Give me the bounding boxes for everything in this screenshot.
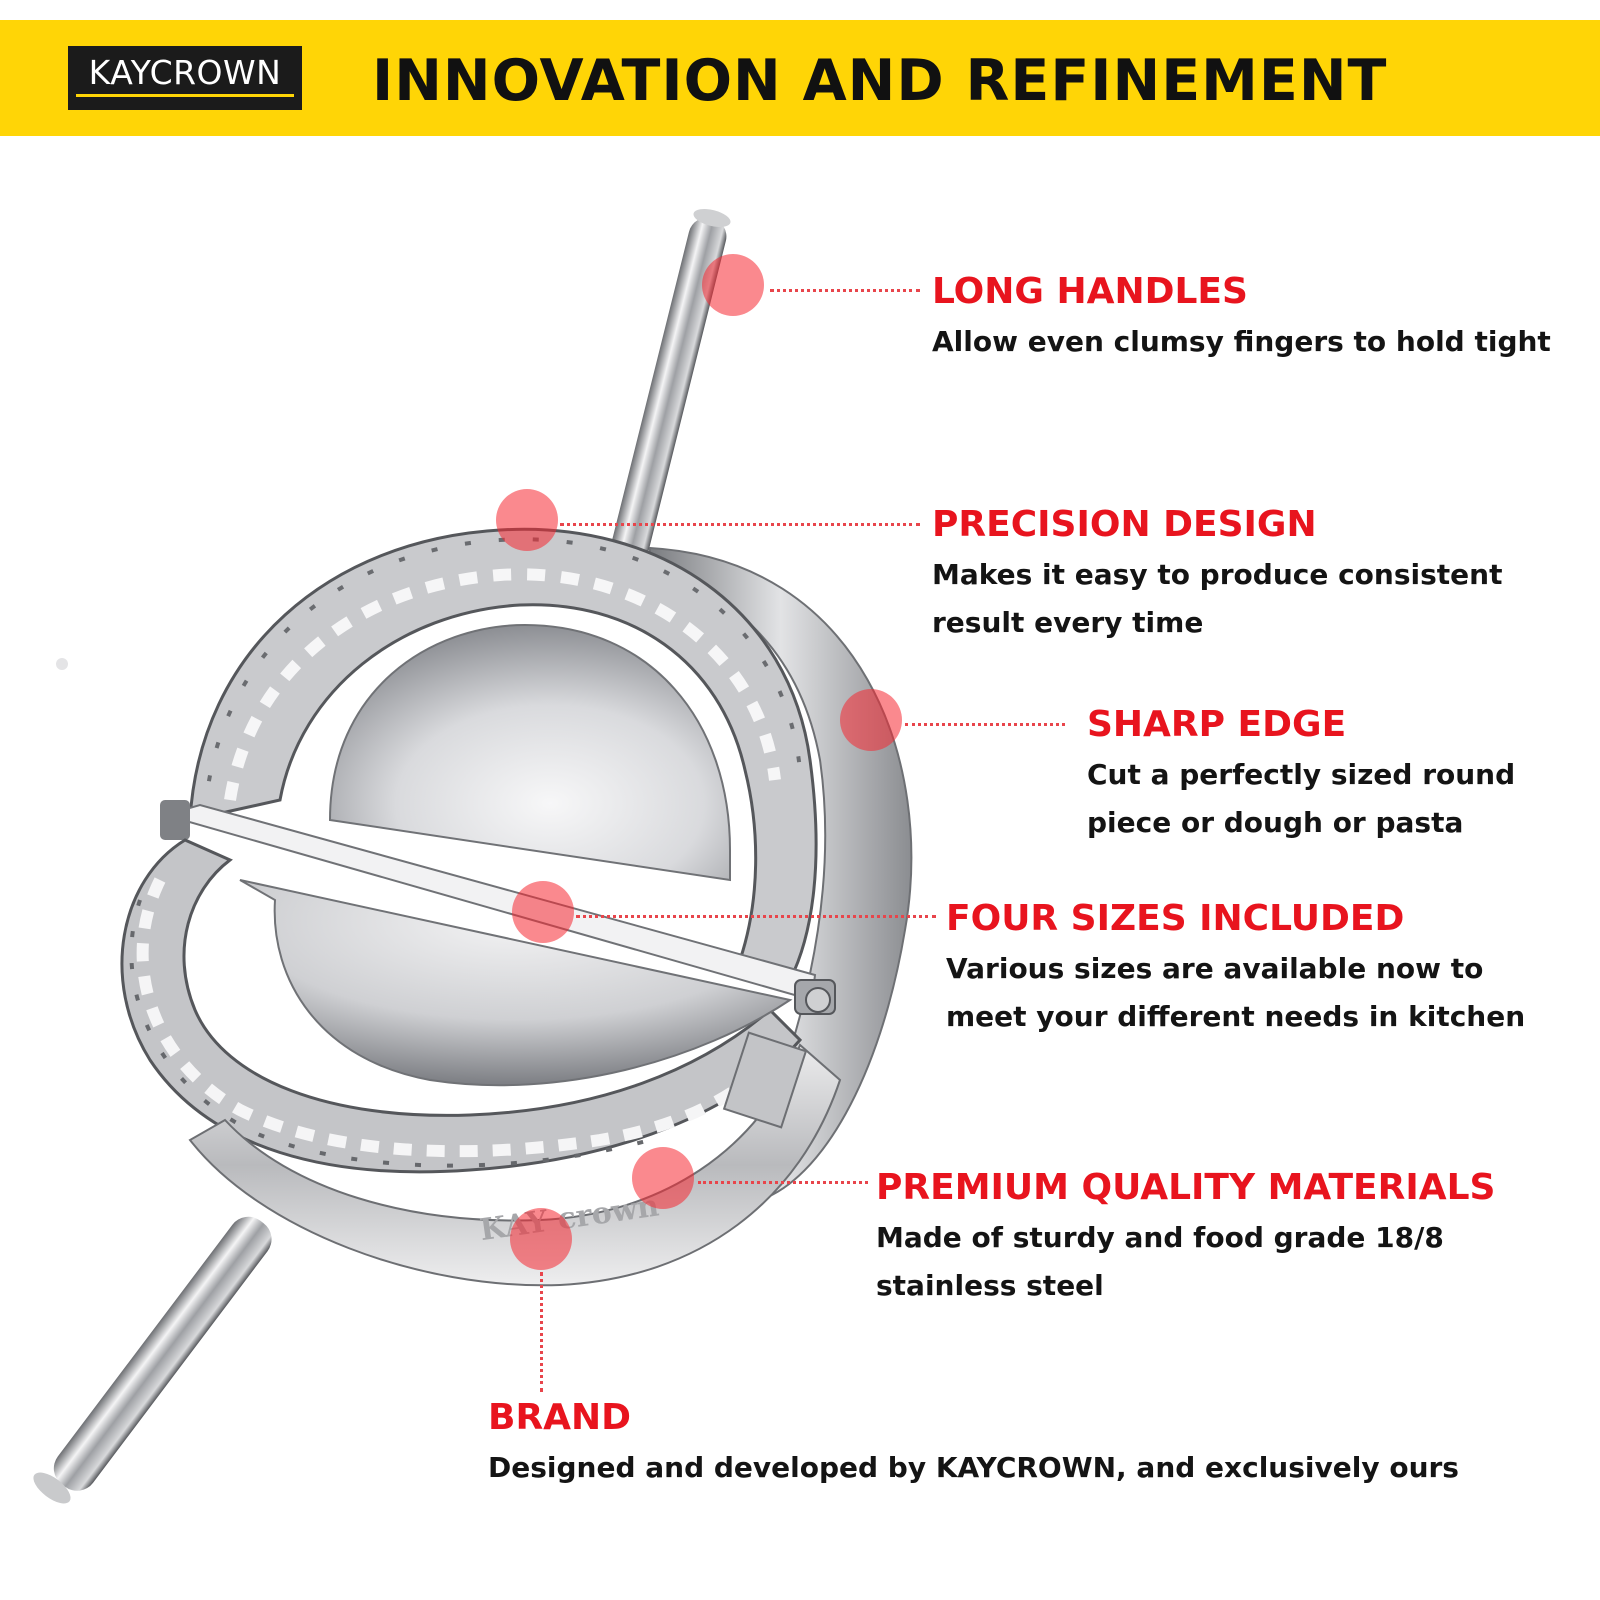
dumpling-maker-image: KAY crown [33,208,913,1504]
leader-sharp-edge [905,723,1065,726]
callout-title: BRAND [488,1397,632,1438]
callout-text: Allow even clumsy fingers to hold tight [932,325,1551,358]
brand-logo-text: KAYCROWN [88,53,282,92]
marker-long-handles [702,254,764,316]
hinge-bar [160,800,836,1015]
callout-long-handles: LONG HANDLES Allow even clumsy fingers t… [932,270,1551,366]
header-banner: KAYCROWN INNOVATION AND REFINEMENT [0,20,1600,136]
marker-premium-materials [632,1147,694,1209]
leader-precision-design [560,523,920,526]
callout-premium-materials: PREMIUM QUALITY MATERIALS Made of sturdy… [876,1166,1495,1310]
dust-speck [56,658,68,670]
marker-four-sizes [512,881,574,943]
lower-handle [33,1216,272,1504]
callout-title: SHARP EDGE [1087,704,1347,745]
leader-premium-materials [698,1181,868,1184]
callout-precision-design: PRECISION DESIGN Makes it easy to produc… [932,503,1502,647]
callout-text: Designed and developed by KAYCROWN, and … [488,1451,1459,1484]
callout-title: PRECISION DESIGN [932,504,1317,545]
logo-underline [76,94,294,97]
callout-four-sizes: FOUR SIZES INCLUDED Various sizes are av… [946,897,1525,1041]
callout-title: FOUR SIZES INCLUDED [946,898,1405,939]
callout-title: LONG HANDLES [932,271,1248,312]
page-headline: INNOVATION AND REFINEMENT [372,48,1388,114]
upper-handle [610,208,731,568]
leader-brand [540,1272,543,1392]
callout-title: PREMIUM QUALITY MATERIALS [876,1167,1496,1208]
brand-logo: KAYCROWN [68,46,302,110]
lower-fluted-ring [120,838,803,1174]
marker-sharp-edge [840,689,902,751]
leader-four-sizes [576,915,936,918]
upper-bowl [328,623,731,882]
marker-precision-design [496,489,558,551]
leader-long-handles [770,289,920,292]
callout-brand: BRAND Designed and developed by KAYCROWN… [488,1396,1459,1492]
lower-bowl [239,879,793,1087]
upper-fluted-ring [188,527,818,982]
marker-brand [510,1208,572,1270]
